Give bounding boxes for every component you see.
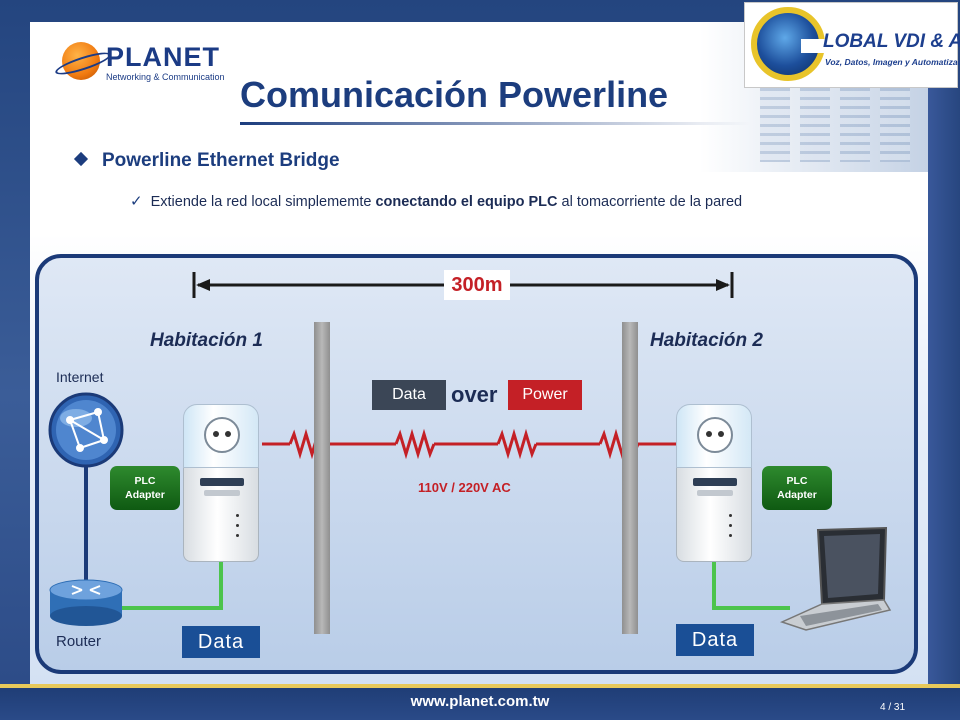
planet-logo-tagline: Networking & Communication: [106, 72, 225, 82]
wall-left: [314, 322, 330, 634]
room-2-label: Habitación 2: [650, 330, 763, 351]
global-g-globe-icon: [751, 7, 827, 81]
planet-logo: PLANET Networking & Communication: [62, 42, 225, 82]
planet-logo-name: PLANET: [106, 42, 220, 72]
title-underline: [240, 122, 750, 125]
outlet-icon: [697, 417, 733, 453]
router-plc-cable: [118, 562, 223, 610]
data-badge: Data: [372, 380, 446, 410]
distance-label: 300m: [444, 270, 510, 300]
voltage-label: 110V / 220V AC: [418, 480, 511, 495]
power-badge: Power: [508, 380, 582, 410]
bullet-text-part2: red local simplememte: [222, 194, 376, 210]
page-number: 4 / 31: [880, 702, 906, 713]
data-label-right: Data: [676, 624, 754, 656]
internet-label: Internet: [56, 369, 104, 385]
plc-adapter-left: [183, 404, 259, 562]
router-icon: [49, 579, 123, 626]
bullet-text-part4: al tomacorriente de la pared: [557, 194, 743, 210]
wall-right: [622, 322, 638, 634]
router-label: Router: [56, 633, 102, 650]
right-edge-strip: [928, 22, 960, 684]
bullet-description: ✓ Extiende la red local simplememte conec…: [130, 192, 742, 210]
check-icon: ✓: [130, 193, 143, 210]
plc-adapter-tag-left: PLC Adapter: [110, 466, 180, 510]
planet-globe-icon: [62, 42, 100, 80]
footer-url: www.planet.com.tw: [410, 693, 550, 710]
global-logo-name: LOBAL VDI & A: [823, 31, 960, 52]
plc-adapter-tag-right: PLC Adapter: [762, 466, 832, 510]
distance-arrow-left: [196, 279, 210, 291]
globe-icon: [48, 392, 124, 468]
footer-bar: [0, 684, 960, 720]
room-1-label: Habitación 1: [150, 330, 263, 351]
laptop-icon: [779, 526, 892, 631]
global-logo-tagline: Voz, Datos, Imagen y Automatización.: [825, 57, 960, 67]
global-vdi-logo: LOBAL VDI & A Voz, Datos, Imagen y Autom…: [744, 2, 960, 88]
bullet-heading: Powerline Ethernet Bridge: [73, 150, 340, 172]
bullet-text-part1: Extiende la: [150, 194, 223, 210]
slide-title: Comunicación Powerline: [240, 74, 669, 115]
bullet-text-bold2: el equipo PLC: [460, 194, 558, 210]
outlet-icon: [204, 417, 240, 453]
distance-arrow-right: [716, 279, 730, 291]
bullet-text-bold1: conectando: [375, 194, 457, 210]
data-label-left: Data: [182, 626, 260, 658]
plc-adapter-right: [676, 404, 752, 562]
powerline-diagram: [35, 254, 918, 674]
bullet-heading-text: Powerline Ethernet Bridge: [102, 150, 340, 171]
plc-laptop-cable: [712, 562, 790, 610]
over-label: over: [451, 382, 498, 407]
